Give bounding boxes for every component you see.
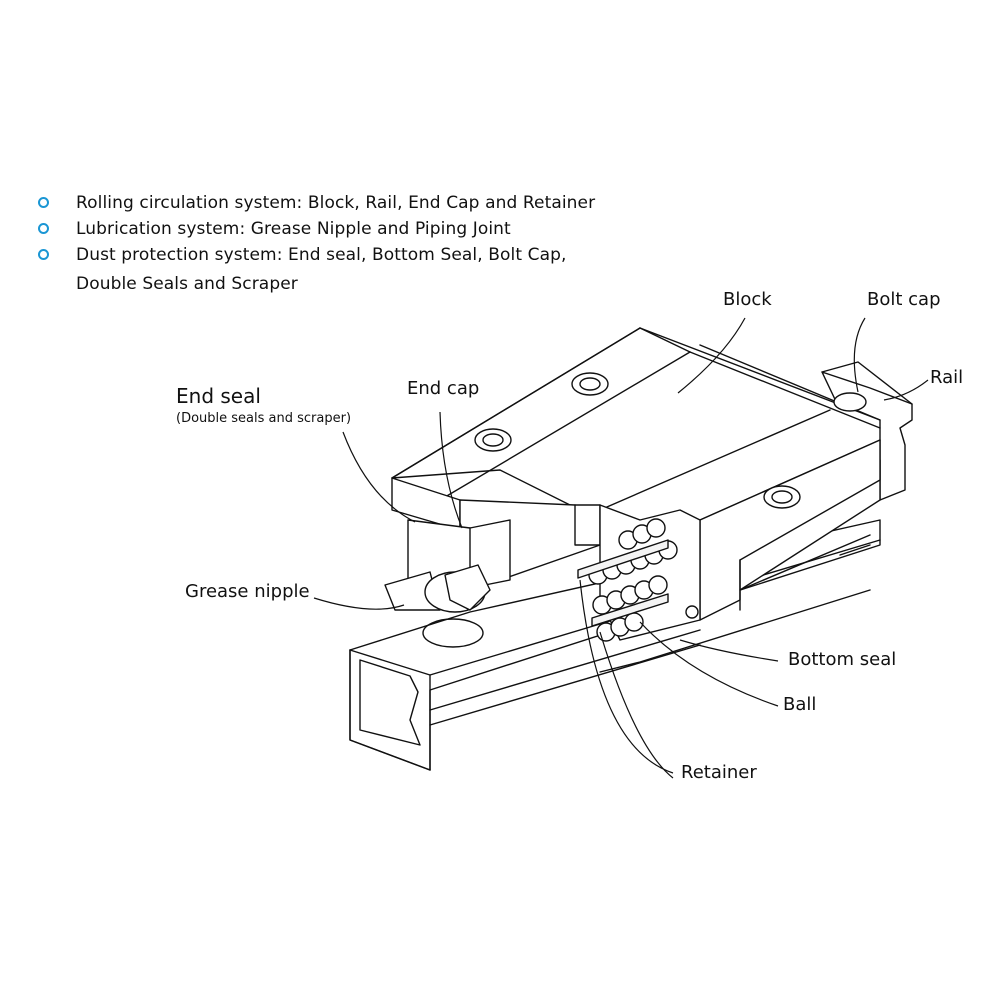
- label-rail: Rail: [930, 367, 964, 388]
- label-bolt-cap: Bolt cap: [867, 289, 941, 310]
- grease-nipple: [384, 564, 491, 648]
- retainers: [577, 539, 669, 627]
- feature-text: Lubrication system: Grease Nipple and Pi…: [76, 219, 511, 239]
- label-ball: Ball: [783, 694, 817, 715]
- label-end-seal-note: (Double seals and scraper): [176, 411, 352, 426]
- feature-text-continued: Double Seals and Scraper: [76, 274, 298, 294]
- leader-lines: [313, 317, 929, 779]
- feature-item-rolling: Rolling circulation system: Block, Rail,…: [38, 190, 595, 216]
- label-bottom-seal: Bottom seal: [788, 649, 897, 670]
- label-grease-nipple: Grease nipple: [185, 581, 310, 602]
- label-end-cap: End cap: [407, 378, 480, 399]
- feature-list: Rolling circulation system: Block, Rail,…: [38, 190, 595, 297]
- bolt-cap: [833, 392, 867, 412]
- bullet-icon: [38, 197, 49, 208]
- label-end-seal: End seal: [176, 384, 261, 408]
- feature-text: Dust protection system: End seal, Bottom…: [76, 245, 567, 265]
- label-block: Block: [723, 289, 772, 310]
- feature-item-lubrication: Lubrication system: Grease Nipple and Pi…: [38, 216, 595, 242]
- label-retainer: Retainer: [681, 762, 757, 783]
- feature-item-dust: Dust protection system: End seal, Bottom…: [38, 242, 595, 297]
- block: [391, 327, 881, 621]
- bolt-holes: [474, 372, 801, 509]
- feature-text: Rolling circulation system: Block, Rail,…: [76, 193, 596, 213]
- bullet-icon: [38, 249, 49, 260]
- bullet-icon: [38, 223, 49, 234]
